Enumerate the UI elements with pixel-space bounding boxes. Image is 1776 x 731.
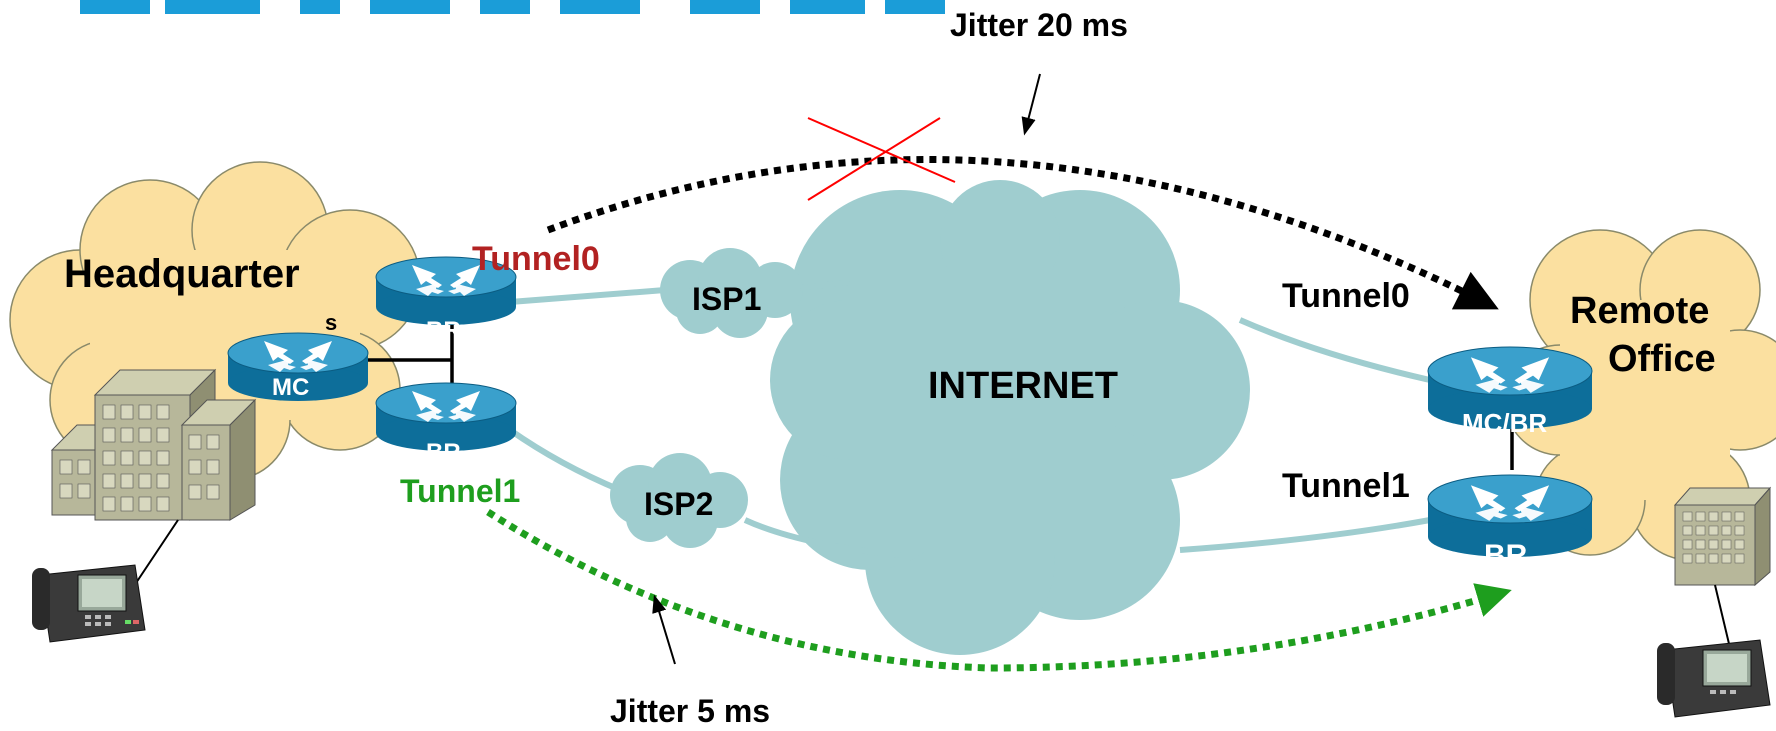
remote-office-label-line1: Remote	[1570, 290, 1709, 332]
tunnel1-path	[486, 509, 1512, 672]
cross-mark-icon	[807, 117, 956, 201]
remote-tunnel1-label: Tunnel1	[1282, 467, 1410, 505]
isp1-label: ISP1	[692, 281, 761, 317]
link-br-isp1	[509, 287, 666, 305]
router-mcbr-label: MC/BR	[1462, 408, 1547, 438]
router-icon	[375, 382, 517, 451]
links	[508, 279, 1431, 558]
hq-tunnel1-label: Tunnel1	[400, 473, 520, 509]
remote-tunnel0-label: Tunnel0	[1282, 277, 1410, 315]
router-icon	[1427, 346, 1593, 429]
link-internet-mcbr	[1238, 317, 1431, 383]
hq-tunnel0-label: Tunnel0	[472, 240, 600, 278]
link-isp1-internet	[799, 279, 851, 291]
isp1-cloud	[660, 248, 803, 338]
router-br-remote-label: BR	[1484, 539, 1528, 572]
router-icon	[375, 256, 517, 325]
isp2-cloud	[610, 453, 748, 548]
tunnel0-path	[546, 156, 1499, 310]
ip-phone-icon	[1657, 639, 1771, 718]
router-mc-label: MC	[272, 374, 309, 401]
jitter-bottom-label: Jitter 5 ms	[610, 693, 770, 726]
cropped-title	[80, 0, 945, 14]
jitter-top-label: Jitter 20 ms	[950, 7, 1128, 43]
ip-phone-icon	[32, 564, 146, 643]
router-icon	[227, 332, 369, 401]
link-br-isp2	[508, 427, 622, 493]
router-br-bottom-label: BR	[426, 439, 461, 466]
isp2-label: ISP2	[644, 486, 713, 522]
internet-label: INTERNET	[928, 365, 1118, 407]
jitter-top-pointer	[1021, 73, 1041, 136]
svg-text:s: s	[325, 310, 337, 335]
headquarter-label: Headquarter	[64, 252, 300, 296]
jitter-bottom-pointer	[652, 594, 676, 665]
building-icon	[50, 368, 257, 521]
router-br-top-label: BR	[426, 317, 461, 344]
link-internet-br-remote	[1179, 517, 1431, 553]
building-icon	[1673, 486, 1772, 587]
router-icon	[1427, 474, 1593, 557]
link-isp2-internet	[743, 517, 901, 558]
internet-cloud	[770, 180, 1250, 655]
remote-office-label-line2: Office	[1608, 338, 1716, 380]
